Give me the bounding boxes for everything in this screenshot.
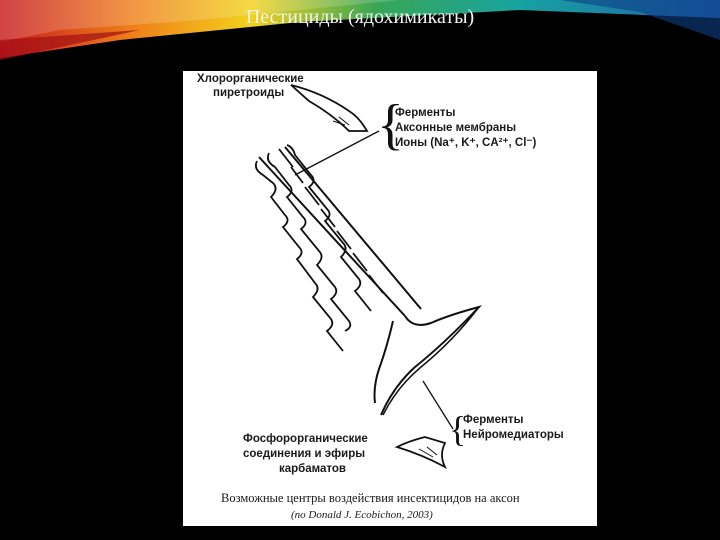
bottom-brace: { [449,409,467,449]
figure-caption: Возможные центры воздействия инсектицидо… [221,491,520,505]
label-carbamates: карбаматов [279,463,347,475]
label-compounds-esters: соединения и эфиры [243,448,366,460]
axon-drawing [254,84,483,470]
slide-title: Пестициды (ядохимикаты) [245,6,475,28]
target-axon-membranes: Аксонные мембраны [395,122,517,134]
myelin-sheath [254,144,384,352]
bottom-arrow-icon [394,436,448,470]
decorative-color-band [0,0,720,60]
figure-source: (по Donald J. Ecobichon, 2003) [291,509,433,521]
target-neurotransmitters: Нейромедиаторы [463,429,564,441]
top-arrow-icon [290,84,369,132]
target-enzymes-top: Ферменты [395,107,456,119]
top-brace: { [377,94,404,156]
label-organophosphorus: Фосфорорганические [243,433,368,445]
axon-diagram: Хлорорганические пиретроиды { Ферменты А… [183,71,597,526]
target-ions: Ионы (Na⁺, K⁺, CA²⁺, Cl⁻) [395,137,537,149]
label-organochlorine: Хлорорганические [197,73,304,85]
label-pyrethroids: пиретроиды [213,87,285,99]
target-enzymes-bottom: Ферменты [463,414,524,426]
